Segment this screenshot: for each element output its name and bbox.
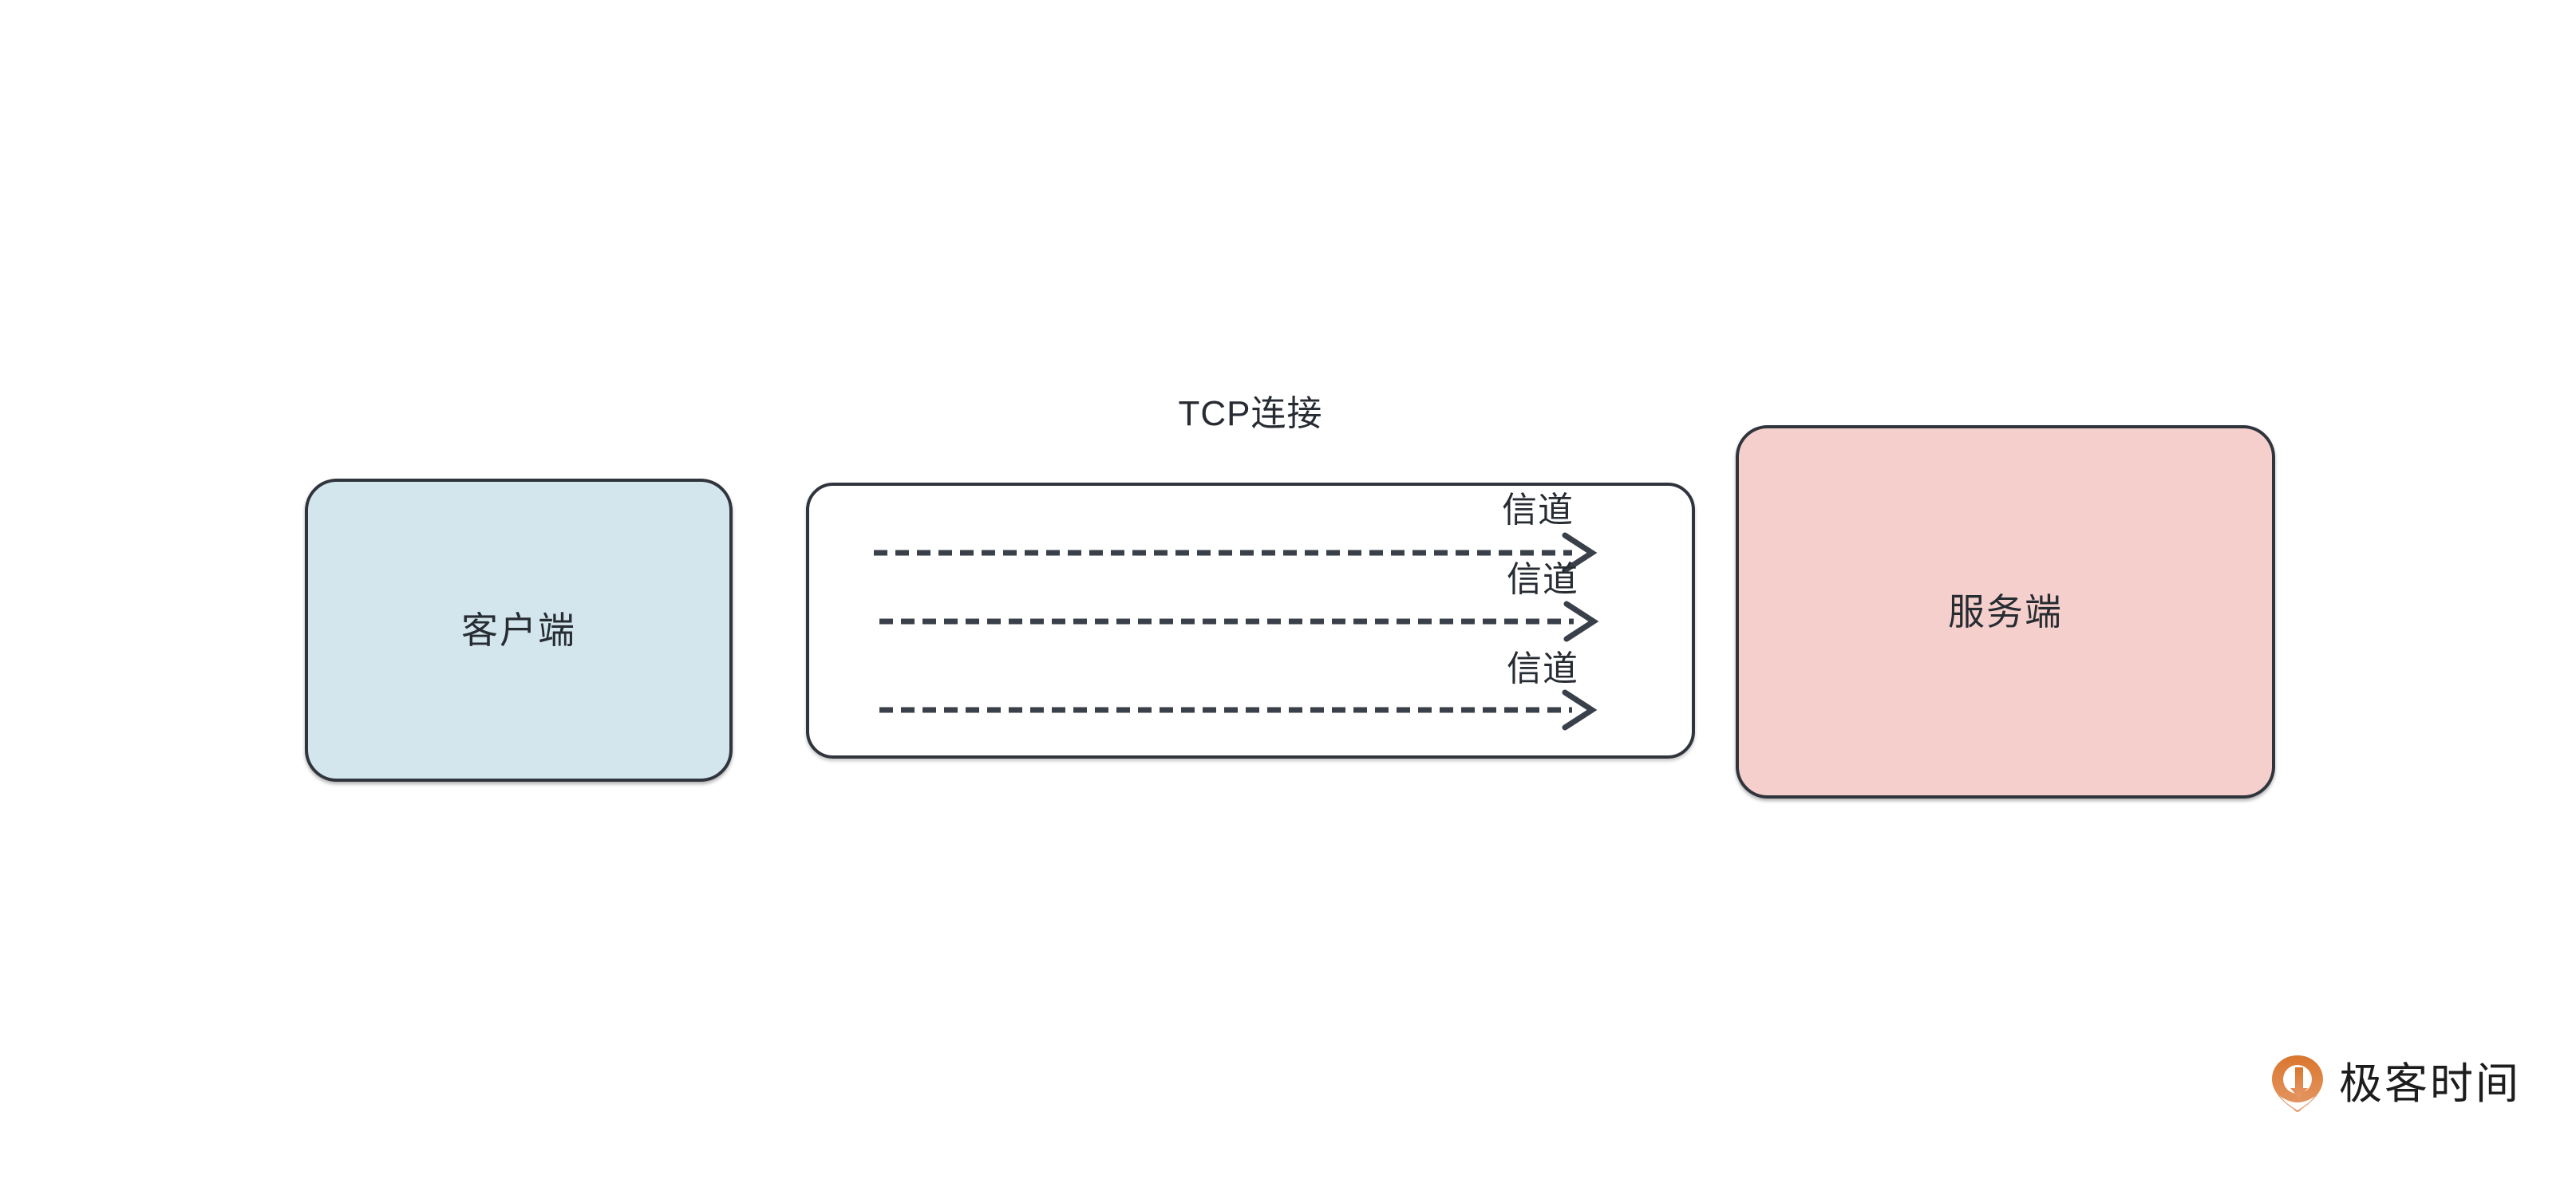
tcp-connection-title: TCP连接 (1178, 394, 1323, 433)
server-node-label: 服务端 (1948, 591, 2063, 633)
channel-label-3: 信道 (1507, 649, 1578, 688)
logo-arrow-glyph (2290, 1067, 2308, 1098)
channel-label-2: 信道 (1507, 560, 1578, 599)
channel-label-1: 信道 (1502, 491, 1574, 530)
geektime-logo-icon (2272, 1055, 2323, 1112)
logo-notch (2280, 1096, 2315, 1110)
geektime-watermark: 极客时间 (2270, 1055, 2521, 1114)
client-node[interactable]: 客户端 (305, 479, 733, 782)
server-node[interactable]: 服务端 (1736, 425, 2275, 799)
geektime-brand-text: 极客时间 (2339, 1060, 2521, 1108)
client-node-label: 客户端 (461, 609, 576, 651)
